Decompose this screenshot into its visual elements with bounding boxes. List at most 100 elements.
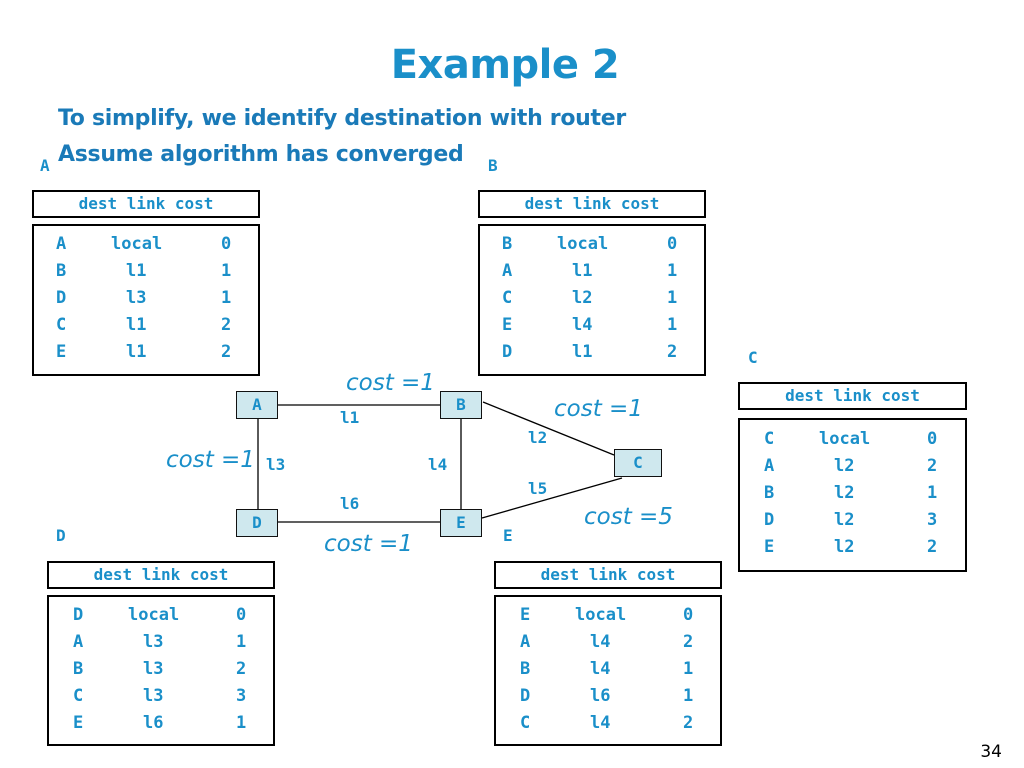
cost-label-ec: cost =5	[584, 504, 673, 530]
link-label-l3: l3	[266, 455, 286, 474]
link-cell: l3	[143, 659, 164, 679]
link-cell: l1	[126, 342, 147, 362]
link-cell: local	[819, 429, 871, 449]
link-label-l2: l2	[528, 428, 548, 447]
table-b-header: dest link cost	[478, 190, 706, 218]
cost-cell: 2	[683, 632, 694, 652]
dest-cell: A	[56, 234, 67, 254]
dest-cell: A	[73, 632, 84, 652]
dest-cell: D	[520, 686, 531, 706]
dest-cell: B	[73, 659, 84, 679]
cost-label-ad: cost =1	[166, 447, 255, 473]
router-label-a: A	[40, 156, 50, 175]
dest-cell: D	[502, 342, 513, 362]
cost-cell: 1	[683, 659, 694, 679]
link-cell: l3	[143, 686, 164, 706]
link-cell: l3	[126, 288, 147, 308]
dest-cell: B	[520, 659, 531, 679]
cost-cell: 3	[236, 686, 247, 706]
cost-cell: 1	[236, 632, 247, 652]
cost-cell: 2	[221, 342, 232, 362]
dest-cell: A	[502, 261, 513, 281]
router-node-e: E	[440, 509, 482, 537]
page-number: 34	[980, 742, 1002, 762]
cost-cell: 1	[236, 713, 247, 733]
link-l2-line	[482, 401, 615, 456]
link-cell: l2	[834, 483, 855, 503]
router-node-a: A	[236, 391, 278, 419]
bullet-converged: Assume algorithm has converged	[58, 142, 464, 167]
cost-cell: 2	[236, 659, 247, 679]
link-label-l4: l4	[428, 455, 448, 474]
cost-cell: 1	[667, 288, 678, 308]
router-node-c: C	[614, 449, 662, 477]
cost-label-de: cost =1	[324, 531, 413, 557]
cost-cell: 1	[683, 686, 694, 706]
cost-cell: 1	[221, 288, 232, 308]
router-label-d: D	[56, 526, 66, 545]
dest-cell: C	[502, 288, 513, 308]
cost-cell: 0	[927, 429, 938, 449]
table-d-header: dest link cost	[47, 561, 275, 589]
table-a-header: dest link cost	[32, 190, 260, 218]
table-c-header: dest link cost	[738, 382, 967, 410]
link-cell: l6	[590, 686, 611, 706]
link-cell: l6	[143, 713, 164, 733]
link-cell: l2	[834, 537, 855, 557]
cost-cell: 2	[927, 456, 938, 476]
link-cell: l2	[834, 456, 855, 476]
cost-label-ab: cost =1	[346, 370, 435, 396]
dest-cell: C	[56, 315, 67, 335]
dest-cell: E	[764, 537, 775, 557]
link-cell: local	[557, 234, 609, 254]
link-cell: local	[111, 234, 163, 254]
router-label-c: C	[748, 348, 758, 367]
cost-cell: 2	[683, 713, 694, 733]
link-cell: l1	[126, 315, 147, 335]
dest-cell: B	[764, 483, 775, 503]
dest-cell: D	[764, 510, 775, 530]
link-cell: local	[575, 605, 627, 625]
link-label-l6: l6	[340, 494, 360, 513]
cost-cell: 1	[667, 315, 678, 335]
link-cell: l2	[572, 288, 593, 308]
dest-cell: D	[56, 288, 67, 308]
link-cell: l2	[834, 510, 855, 530]
link-cell: local	[128, 605, 180, 625]
link-l5-line	[481, 477, 623, 519]
router-node-b: B	[440, 391, 482, 419]
dest-cell: E	[73, 713, 84, 733]
cost-cell: 0	[667, 234, 678, 254]
link-cell: l1	[126, 261, 147, 281]
